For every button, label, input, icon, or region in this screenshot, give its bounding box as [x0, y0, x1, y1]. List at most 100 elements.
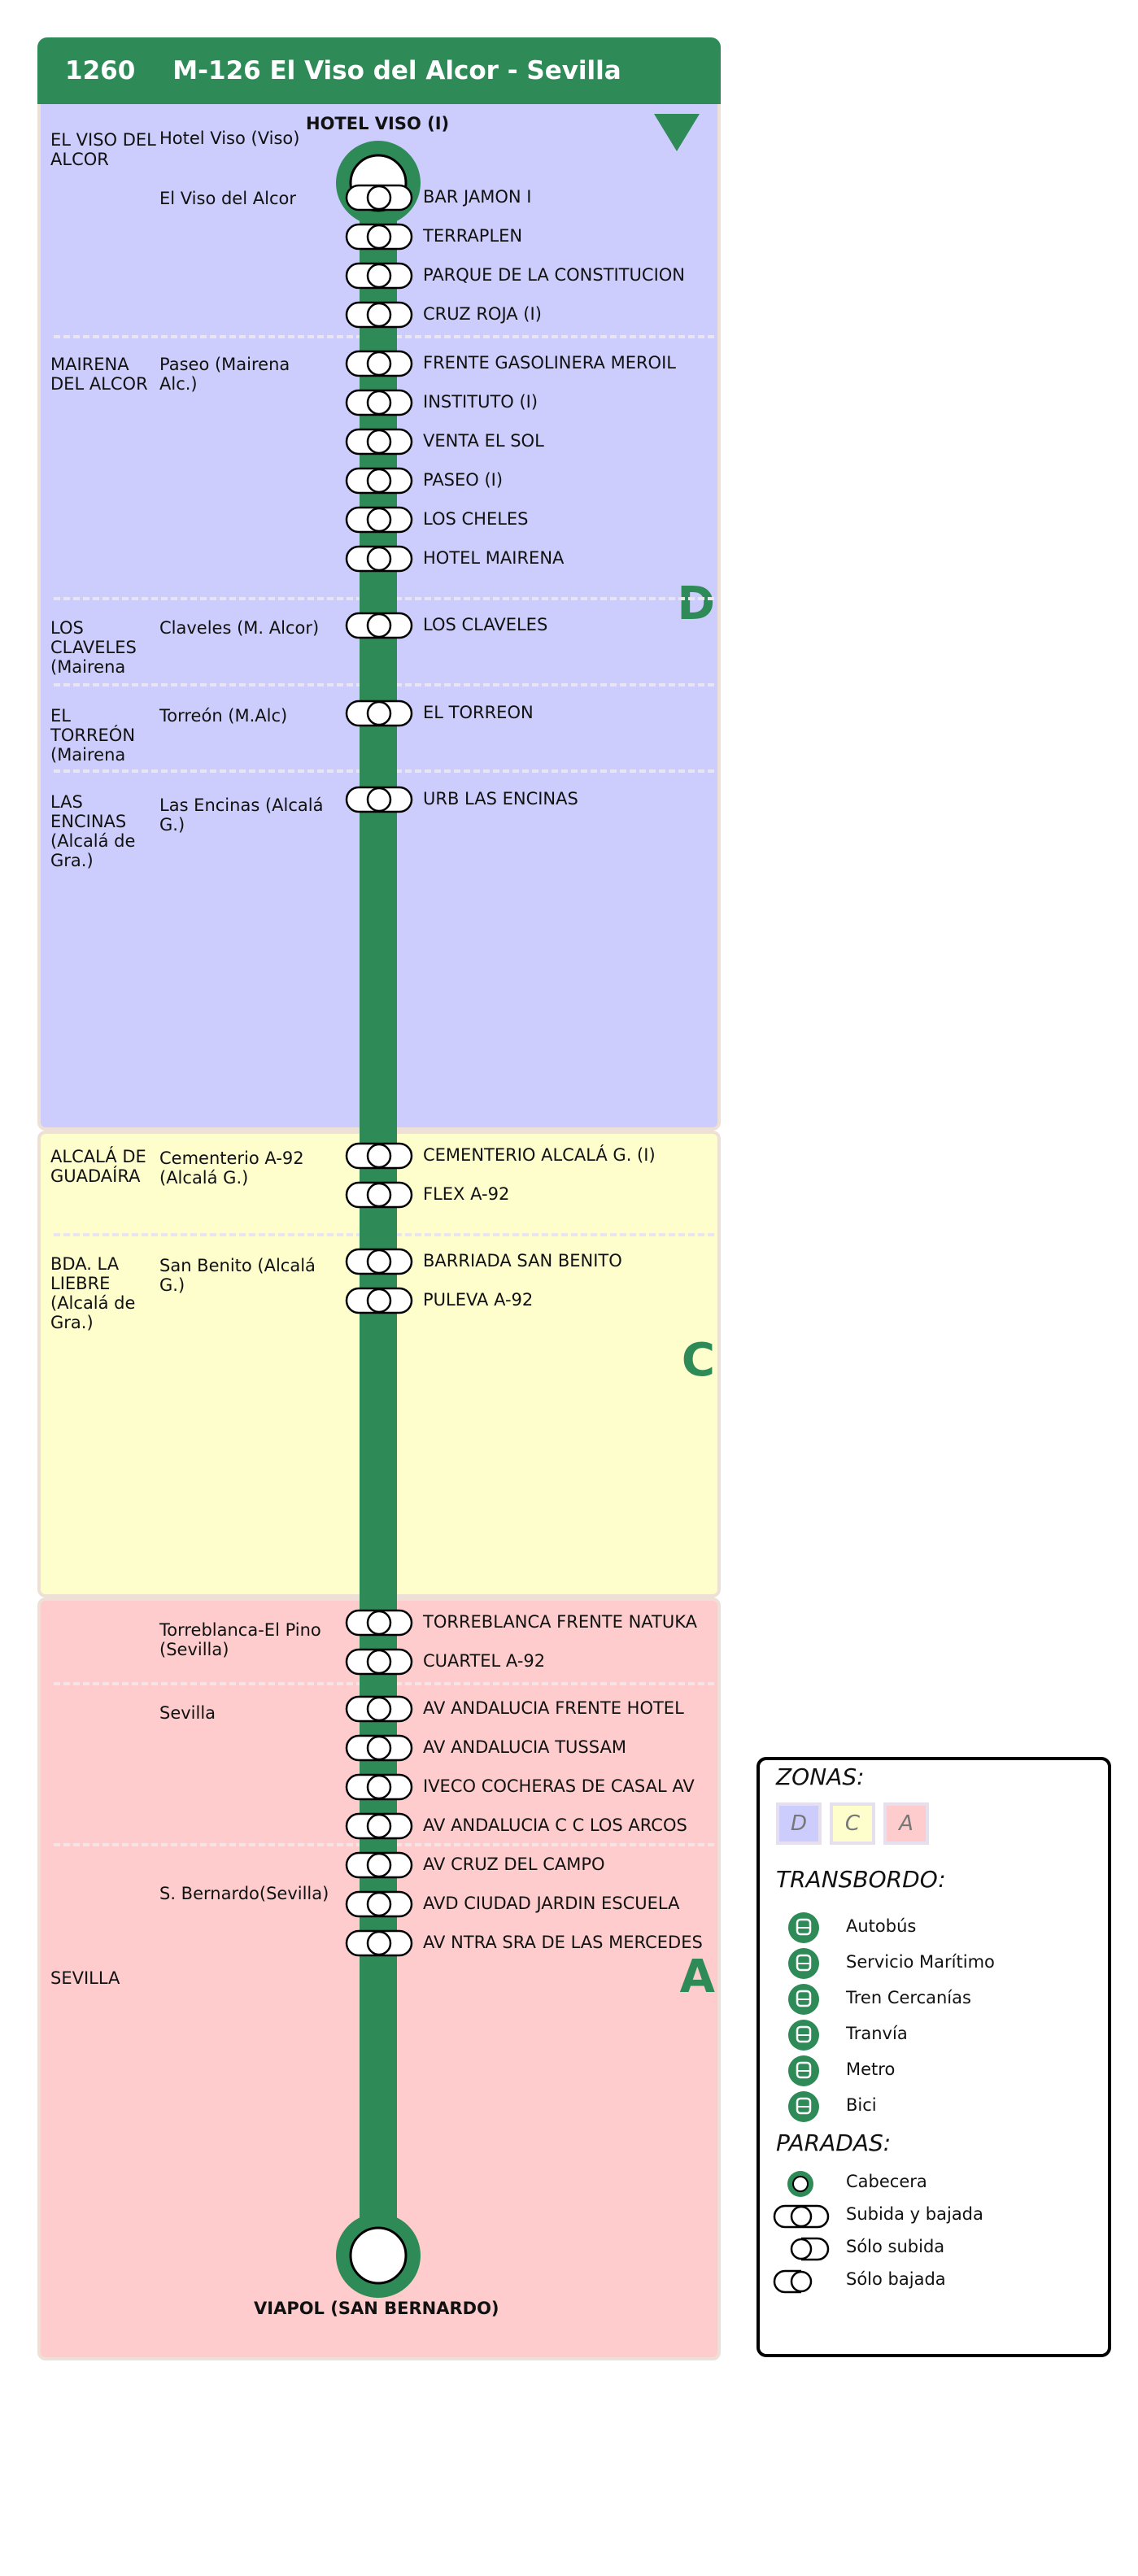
- legend-parada-label: Cabecera: [846, 2172, 927, 2191]
- board-and-alight-icon: [345, 301, 413, 329]
- parada-area-name: El Viso del Alcor: [159, 189, 296, 208]
- legend-transbordo-title: TRANSBORDO:: [776, 1866, 946, 1893]
- zone-letter-a: A: [679, 1951, 715, 2003]
- legend-paradas-title: PARADAS:: [776, 2129, 892, 2156]
- zone-letter-c: C: [681, 1334, 715, 1387]
- legend-zone-d: D: [776, 1802, 822, 1845]
- board-and-alight-icon: [345, 350, 413, 377]
- line-number: 1260: [65, 56, 136, 85]
- board-and-alight-icon: [345, 1648, 413, 1676]
- stop-label: CRUZ ROJA (I): [423, 304, 542, 324]
- board-and-alight-icon: [345, 1851, 413, 1879]
- board-and-alight-icon: [345, 262, 413, 290]
- board-and-alight-icon: [345, 1609, 413, 1637]
- terminal-stop-icon: [773, 2170, 841, 2198]
- stop-label: PULEVA A-92: [423, 1290, 534, 1310]
- stop-label: URB LAS ENCINAS: [423, 789, 578, 809]
- stop-label: VENTA EL SOL: [423, 431, 544, 451]
- boat-icon: [787, 1947, 820, 1980]
- bike-icon: [787, 2090, 820, 2123]
- legend-transbordo-label: Tren Cercanías: [846, 1988, 971, 2007]
- stop-label: AV CRUZ DEL CAMPO: [423, 1855, 605, 1874]
- parada-area-name: Claveles (M. Alcor): [159, 618, 320, 638]
- board-and-alight-icon: [345, 545, 413, 573]
- route-title: M-126 El Viso del Alcor - Sevilla: [172, 56, 621, 85]
- board-and-alight-icon: [345, 506, 413, 534]
- board-and-alight-icon: [345, 1890, 413, 1918]
- board-and-alight-icon: [345, 1773, 413, 1801]
- stop-label: TORREBLANCA FRENTE NATUKA: [423, 1612, 698, 1632]
- stop-label: FRENTE GASOLINERA MEROIL: [423, 353, 676, 373]
- stop-label: BAR JAMON I: [423, 187, 532, 207]
- terminal-start-icon: [336, 141, 421, 225]
- legend-transbordo-label: Servicio Marítimo: [846, 1952, 995, 1972]
- board-and-alight-icon: [345, 612, 413, 639]
- zone-name: MAIRENA DEL ALCOR: [50, 355, 148, 394]
- stop-label: PARQUE DE LA CONSTITUCION: [423, 265, 686, 285]
- stop-label: FLEX A-92: [423, 1184, 510, 1204]
- stop-label: TERRAPLEN: [423, 226, 523, 246]
- legend-transbordo-label: Metro: [846, 2059, 896, 2079]
- parada-area-name: Las Encinas (Alcalá G.): [159, 795, 324, 835]
- stop-label: AVD CIUDAD JARDIN ESCUELA: [423, 1894, 680, 1913]
- board-and-alight-icon: [773, 2203, 841, 2230]
- alight-only-icon: [773, 2268, 841, 2295]
- stop-label: LOS CHELES: [423, 509, 529, 529]
- stop-label: LOS CLAVELES: [423, 615, 548, 634]
- board-and-alight-icon: [345, 786, 413, 813]
- board-only-icon: [773, 2235, 841, 2263]
- legend-zonas-title: ZONAS:: [776, 1763, 865, 1790]
- stop-label: BARRIADA SAN BENITO: [423, 1251, 622, 1271]
- parada-area-name: Paseo (Mairena Alc.): [159, 355, 290, 394]
- legend-parada-label: Subida y bajada: [846, 2204, 983, 2224]
- legend-parada-label: Sólo subida: [846, 2237, 945, 2256]
- stop-label: EL TORREON: [423, 703, 534, 722]
- train-icon: [787, 1983, 820, 2016]
- stop-label: AV NTRA SRA DE LAS MERCEDES: [423, 1933, 703, 1952]
- stop-label: PASEO (I): [423, 470, 504, 490]
- parada-area-name: San Benito (Alcalá G.): [159, 1256, 316, 1295]
- stop-label: INSTITUTO (I): [423, 392, 538, 412]
- board-and-alight-icon: [345, 1734, 413, 1762]
- zone-letter-d: D: [677, 578, 715, 630]
- board-and-alight-icon: [345, 1248, 413, 1275]
- parada-area-name: Torreblanca-El Pino (Sevilla): [159, 1620, 321, 1659]
- stop-label: CEMENTERIO ALCALÁ G. (I): [423, 1145, 656, 1165]
- stop-label: AV ANDALUCIA FRENTE HOTEL: [423, 1698, 684, 1718]
- legend-zone-c: C: [830, 1802, 875, 1845]
- legend-transbordo-label: Tranvía: [846, 2024, 908, 2043]
- legend-parada-label: Sólo bajada: [846, 2269, 946, 2289]
- zone-name: EL VISO DEL ALCOR: [50, 130, 156, 169]
- board-and-alight-icon: [345, 184, 413, 211]
- board-and-alight-icon: [345, 428, 413, 455]
- bus-icon: [787, 1911, 820, 1944]
- board-and-alight-icon: [345, 223, 413, 251]
- parada-area-name: Hotel Viso (Viso): [159, 129, 300, 148]
- route-header: 1260 M-126 El Viso del Alcor - Sevilla: [37, 37, 721, 104]
- board-and-alight-icon: [345, 1929, 413, 1957]
- zone-name: EL TORREÓN (Mairena del Alcor): [50, 706, 136, 763]
- stop-label: HOTEL MAIRENA: [423, 548, 565, 568]
- board-and-alight-icon: [345, 1181, 413, 1209]
- tram-icon: [787, 2019, 820, 2051]
- stop-label: AV ANDALUCIA TUSSAM: [423, 1737, 626, 1757]
- terminal-end-label: VIAPOL (SAN BERNARDO): [254, 2299, 499, 2318]
- parada-area-name: Cementerio A-92 (Alcalá G.): [159, 1149, 304, 1188]
- board-and-alight-icon: [345, 1812, 413, 1840]
- zone-name: ALCALÁ DE GUADAÍRA: [50, 1147, 146, 1186]
- metro-icon: [787, 2055, 820, 2087]
- parada-area-name: S. Bernardo(Sevilla): [159, 1884, 329, 1903]
- board-and-alight-icon: [345, 1287, 413, 1314]
- board-and-alight-icon: [345, 467, 413, 495]
- board-and-alight-icon: [345, 700, 413, 727]
- terminal-end-icon: [336, 2213, 421, 2298]
- stop-label: IVECO COCHERAS DE CASAL AV: [423, 1776, 695, 1796]
- zone-name: LOS CLAVELES (Mairena del Alcor): [50, 618, 137, 678]
- triangle-down-icon: [654, 114, 700, 151]
- parada-area-name: Sevilla: [159, 1703, 216, 1723]
- legend-zone-a: A: [883, 1802, 929, 1845]
- board-and-alight-icon: [345, 1695, 413, 1723]
- stop-label: AV ANDALUCIA C C LOS ARCOS: [423, 1815, 687, 1835]
- board-and-alight-icon: [345, 1142, 413, 1170]
